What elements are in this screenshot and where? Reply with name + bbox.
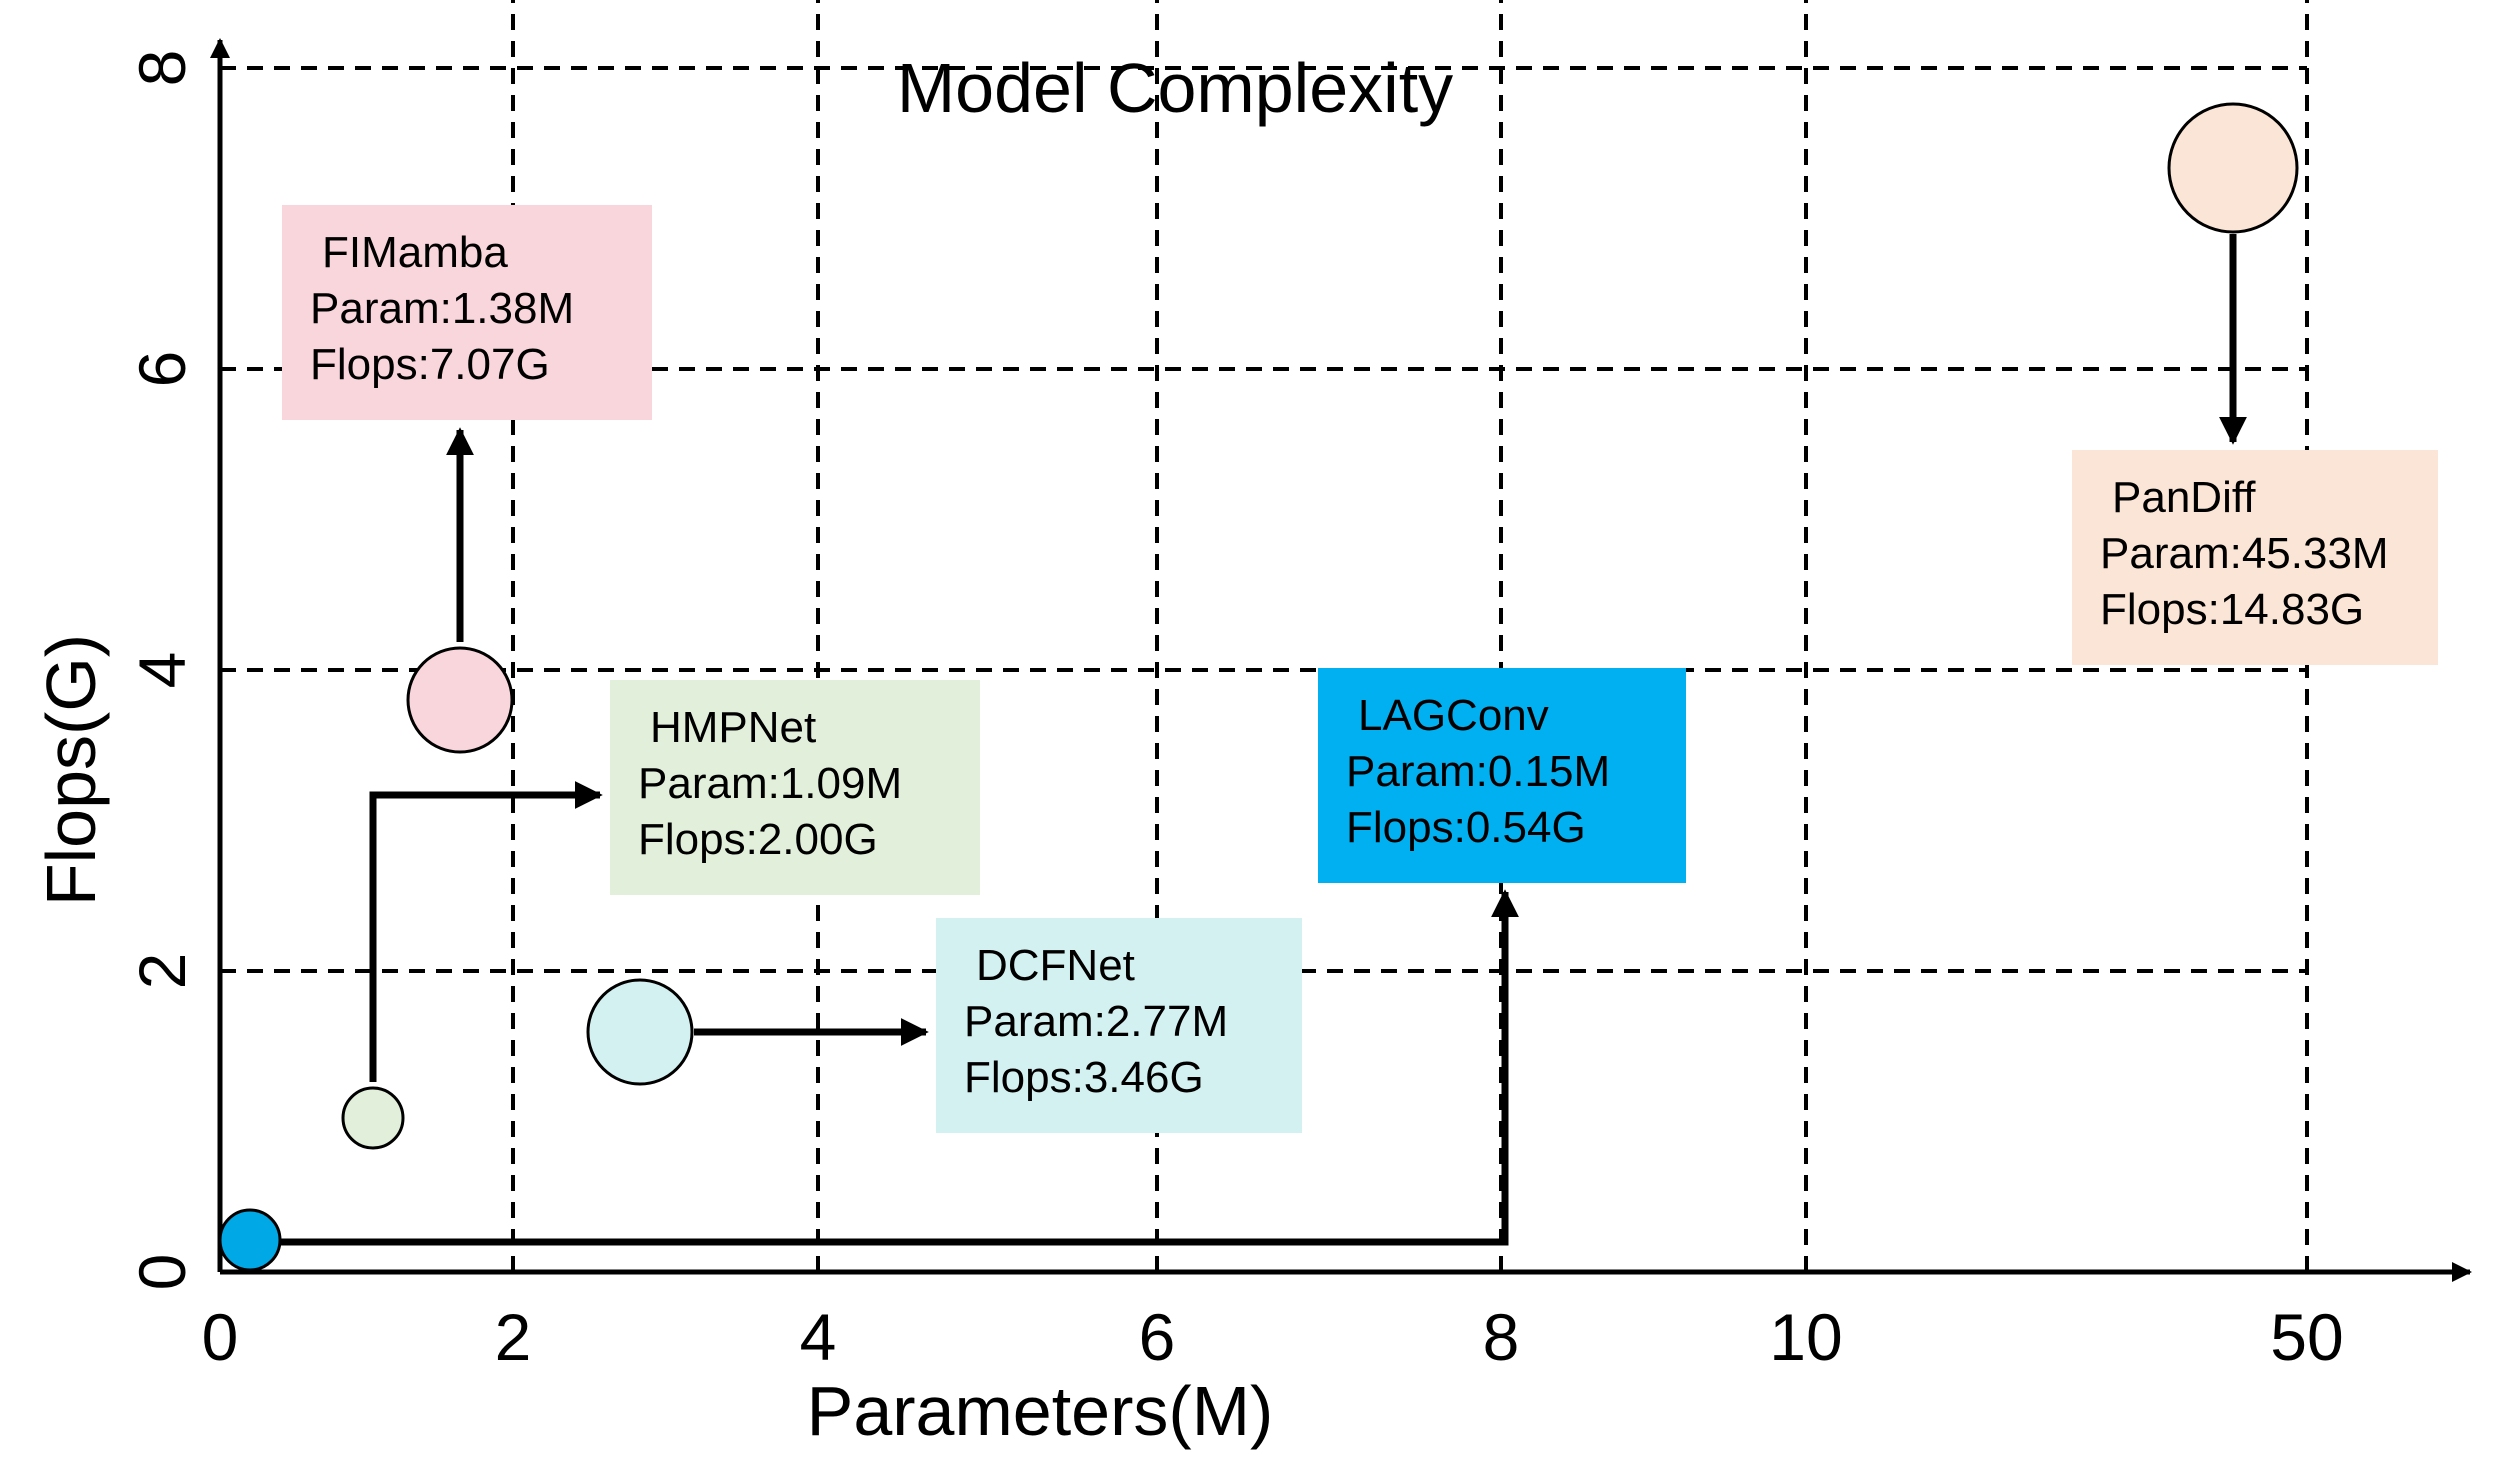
x-tick-label: 50: [2270, 1300, 2343, 1374]
hmpnet-arrow: [369, 781, 603, 1082]
fimamba-name-label: FIMamba: [322, 228, 508, 277]
pandiff-param-label: Param:45.33M: [2100, 529, 2389, 578]
annotation-arrows: [280, 234, 2247, 1246]
x-tick-label: 4: [800, 1300, 837, 1374]
x-tick-label: 2: [495, 1300, 532, 1374]
axes: [210, 38, 2472, 1282]
dcfnet-param-label: Param:2.77M: [964, 997, 1228, 1046]
y-tick-label: 6: [125, 351, 199, 388]
x-axis-label: Parameters(M): [807, 1372, 1274, 1450]
fimamba-point: [406, 646, 514, 754]
y-tick-label: 0: [125, 1254, 199, 1291]
lagconv-arrow: [280, 889, 1519, 1246]
pandiff-point: [2167, 102, 2299, 234]
lagconv-param-label: Param:0.15M: [1346, 747, 1610, 796]
dcfnet-flops-label: Flops:3.46G: [964, 1053, 1204, 1102]
x-tick-label: 10: [1769, 1300, 1842, 1374]
hmpnet-point: [341, 1086, 405, 1150]
x-tick-label: 0: [202, 1300, 239, 1374]
y-axis-label: Flops(G): [32, 634, 110, 906]
tick-labels: 02468105002468101214: [125, 50, 2344, 1374]
x-tick-label: 8: [1483, 1300, 1520, 1374]
fimamba-flops-label: Flops:7.07G: [310, 340, 550, 389]
lagconv-name-label: LAGConv: [1358, 691, 1549, 740]
chart-title: Model Complexity: [897, 49, 1453, 127]
hmpnet-flops-label: Flops:2.00G: [638, 815, 878, 864]
y-tick-label: 2: [125, 953, 199, 990]
lagconv-flops-label: Flops:0.54G: [1346, 803, 1586, 852]
hmpnet-name-label: HMPNet: [650, 703, 816, 752]
fimamba-label-background: [282, 205, 652, 420]
pandiff-name-label: PanDiff: [2112, 473, 2256, 522]
dcfnet-point: [586, 978, 694, 1086]
y-tick-label: 4: [125, 652, 199, 689]
lagconv-label-background: [1318, 668, 1686, 883]
dcfnet-name-label: DCFNet: [976, 941, 1135, 990]
pandiff-flops-label: Flops:14.83G: [2100, 585, 2364, 634]
grid-lines: [220, 0, 2309, 1272]
y-tick-label: 8: [125, 50, 199, 87]
lagconv-point: [218, 1208, 282, 1272]
data-points: [218, 102, 2299, 1272]
dcfnet-label-background: [936, 918, 1302, 1133]
hmpnet-label-background: [610, 680, 980, 895]
x-tick-label: 6: [1139, 1300, 1176, 1374]
hmpnet-param-label: Param:1.09M: [638, 759, 902, 808]
annotation-boxes: LAGConvParam:0.15MFlops:0.54GHMPNetParam…: [282, 205, 2438, 1133]
pandiff-label-background: [2072, 450, 2438, 665]
fimamba-param-label: Param:1.38M: [310, 284, 574, 333]
